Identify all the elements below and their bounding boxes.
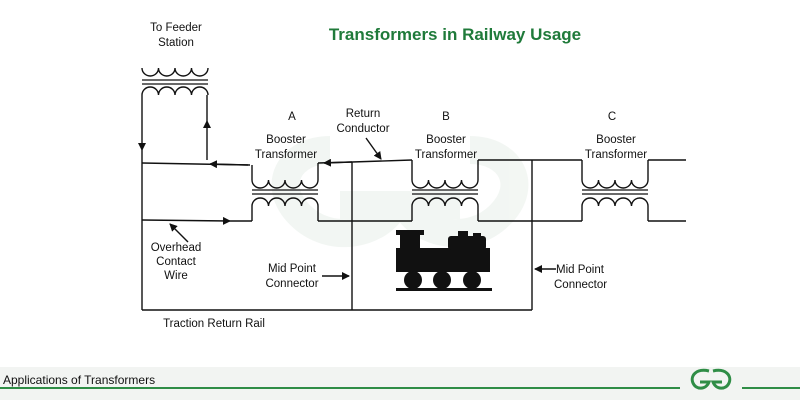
- overhead-label3: Wire: [164, 270, 188, 282]
- mid-point-left-label1: Mid Point: [268, 263, 317, 275]
- feeder-label-line2: Station: [158, 37, 194, 49]
- gfg-logo-icon: [690, 368, 732, 390]
- label-b: B: [442, 111, 450, 123]
- label-a: A: [288, 111, 296, 123]
- booster-a-label1: Booster: [266, 134, 306, 146]
- booster-b-label2: Transformer: [415, 149, 477, 161]
- label-c: C: [608, 111, 616, 123]
- booster-b-label1: Booster: [426, 134, 466, 146]
- mid-point-right-label1: Mid Point: [556, 264, 605, 276]
- feeder-label-line1: To Feeder: [150, 22, 202, 34]
- mid-point-right-label2: Connector: [554, 279, 607, 291]
- diagram-title: Transformers in Railway Usage: [329, 25, 581, 44]
- overhead-wire-label: Overhead Contact Wire: [151, 223, 202, 282]
- mid-point-connectors: Mid Point Connector Mid Point Connector: [142, 160, 607, 311]
- return-conductor-wire: [141, 158, 686, 169]
- overhead-label2: Contact: [156, 256, 196, 268]
- footer-caption: Applications of Transformers: [3, 373, 155, 387]
- overhead-label1: Overhead: [151, 242, 202, 254]
- booster-c-label1: Booster: [596, 134, 636, 146]
- booster-a-label2: Transformer: [255, 149, 317, 161]
- booster-transformer-a: A Booster Transformer: [251, 111, 319, 221]
- booster-transformer-b: B Booster Transformer: [411, 111, 479, 221]
- footer: Applications of Transformers: [0, 367, 800, 400]
- overhead-contact-wire: [141, 216, 686, 225]
- return-conductor-label: Return Conductor: [336, 108, 390, 160]
- locomotive-icon: [396, 230, 492, 291]
- booster-c-label2: Transformer: [585, 149, 647, 161]
- booster-transformer-c: C Booster Transformer: [581, 111, 649, 221]
- traction-return-label: Traction Return Rail: [163, 318, 265, 330]
- return-label1: Return: [346, 108, 381, 120]
- feeder-transformer: To Feeder Station: [138, 22, 211, 310]
- return-label2: Conductor: [336, 123, 389, 135]
- mid-point-left-label2: Connector: [265, 278, 318, 290]
